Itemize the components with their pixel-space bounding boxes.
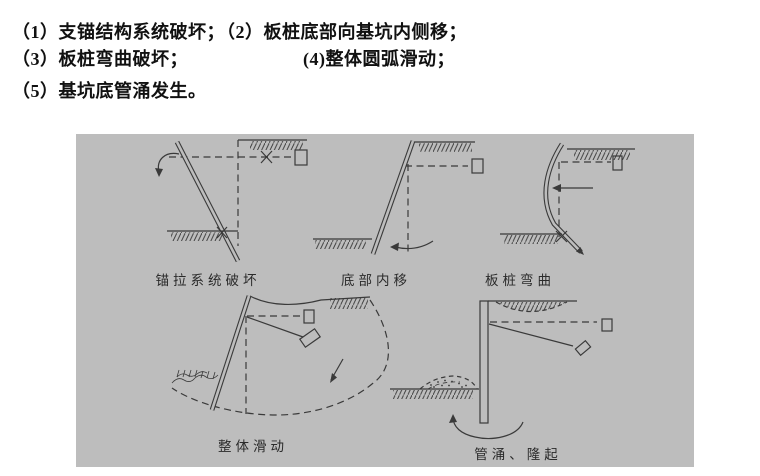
slumped-ground-ticks [176, 369, 216, 380]
pivot-x-mark [216, 226, 228, 239]
slumped-ground-wavy-line-2 [176, 371, 208, 378]
base-hatching [315, 240, 366, 249]
sand-boil-inner-arc [427, 381, 461, 390]
slip-circle-dashed-arc [171, 299, 390, 416]
bottom-inward-movement-diagram: 底部内移 [313, 140, 484, 288]
break-x-mark [260, 150, 273, 164]
piping-heave-diagram: 管涌、隆起 [390, 300, 613, 462]
slide-direction-arrowhead [330, 373, 337, 383]
displaced-tie-rod [246, 316, 304, 338]
anchor-block [294, 149, 308, 166]
base-hatching [393, 390, 473, 399]
caption-sheet-pile-bending: 板桩弯曲 [485, 272, 555, 288]
displaced-tie-rod [488, 323, 574, 347]
seepage-flow-arrow [452, 416, 524, 440]
seepage-flow-arrowhead [449, 414, 457, 423]
anchor-block [601, 318, 613, 332]
list-item-4: (4)整体圆弧滑动； [303, 49, 455, 69]
kick-in-arrowhead [390, 242, 399, 251]
sand-boil-mound-outline [419, 375, 478, 390]
ground-hatching [330, 298, 368, 309]
list-item-5: （5）基坑底管涌发生。 [12, 81, 207, 101]
ground-hatching [574, 150, 630, 160]
slumped-ground-wavy-line [171, 374, 219, 384]
deflection-arrowhead [552, 184, 561, 192]
pile-tip-arrowhead [576, 247, 584, 255]
list-item-3: （3）板桩弯曲破坏； [12, 49, 188, 69]
tilt-arrowhead [155, 168, 163, 177]
kick-in-arrow [394, 240, 434, 250]
sheet-pile [479, 300, 489, 424]
anchor-block [303, 309, 315, 324]
anchor-system-failure-diagram: 锚拉系统破坏 [155, 139, 308, 288]
pivot-x-mark [555, 230, 568, 243]
base-hatching [504, 235, 558, 244]
displaced-anchor-block [298, 327, 322, 349]
displaced-anchor-block [574, 339, 592, 357]
failure-modes-diagram: 锚拉系统破坏 底部内移 板桩弯曲 [155, 139, 635, 462]
ground-hatching [250, 141, 303, 150]
failure-modes-figure-panel: 锚拉系统破坏 底部内移 板桩弯曲 [76, 134, 694, 467]
sagging-ground-line [249, 295, 371, 306]
list-item-2: （2）板桩底部向基坑内侧移； [217, 22, 467, 42]
settlement-dashed-curve [495, 301, 568, 312]
overall-sliding-diagram: 整体滑动 [171, 295, 390, 454]
caption-anchor-system-failure: 锚拉系统破坏 [156, 273, 261, 288]
anchor-block [612, 155, 623, 171]
base-hatching [171, 232, 223, 241]
list-item-1: （1）支锚结构系统破坏； [12, 22, 225, 42]
ground-hatching [419, 143, 472, 152]
sheet-pile-bending-diagram: 板桩弯曲 [485, 142, 635, 288]
caption-overall-sliding: 整体滑动 [218, 439, 288, 454]
caption-bottom-inward-movement: 底部内移 [341, 273, 411, 288]
caption-piping-heave: 管涌、隆起 [474, 447, 562, 462]
anchor-block [471, 158, 484, 174]
